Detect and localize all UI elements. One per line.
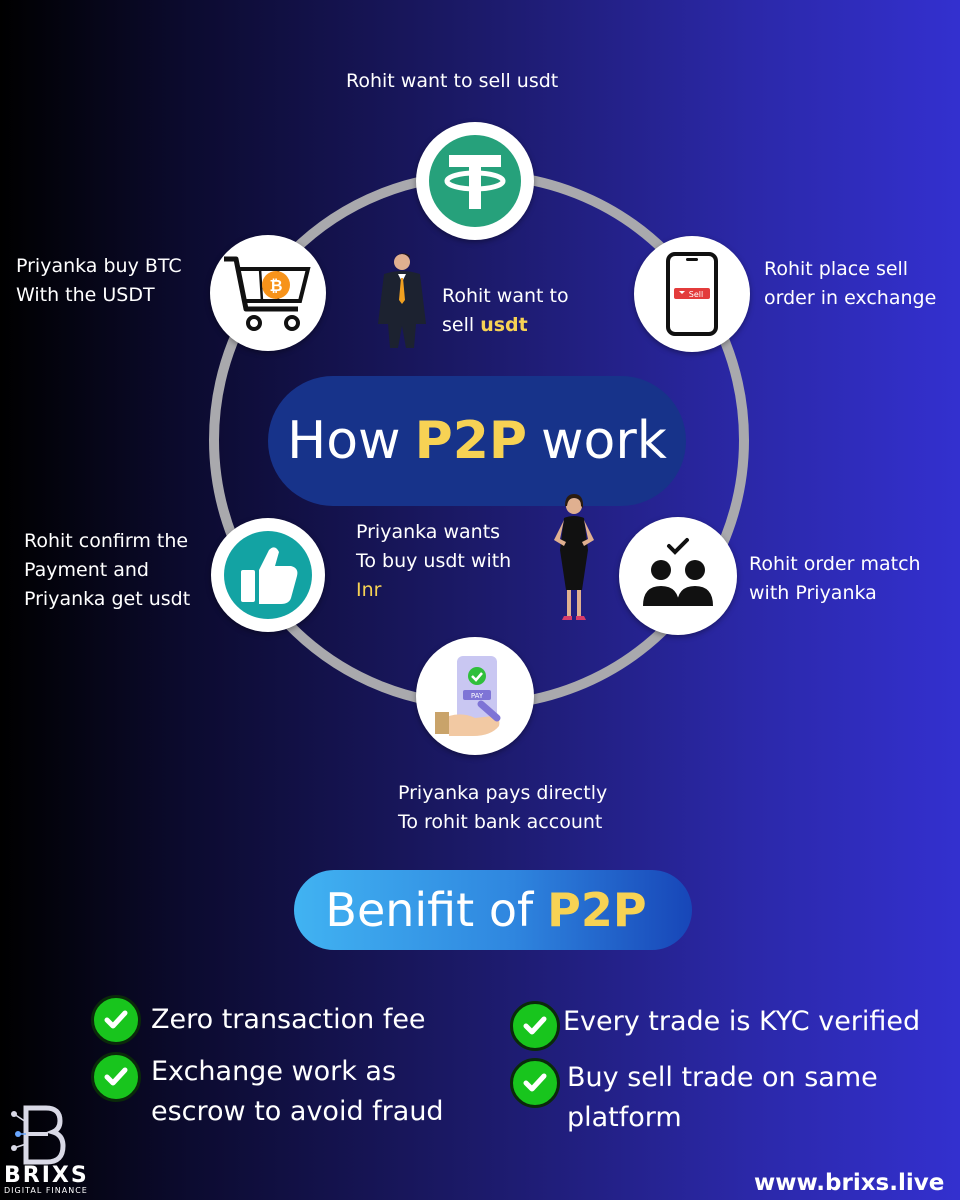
priyanka-intent-label: Priyanka wants To buy usdt with Inr <box>356 518 511 605</box>
benefit-zero-fee: Zero transaction fee <box>151 1000 426 1040</box>
tether-icon <box>429 135 521 227</box>
step-left-bottom-label: Rohit confirm the Payment and Priyanka g… <box>24 527 190 614</box>
check-icon <box>510 1001 560 1051</box>
step-bottom-label: Priyanka pays directly To rohit bank acc… <box>398 779 607 837</box>
step-left-top-label: Priyanka buy BTC With the USDT <box>16 252 182 310</box>
check-icon <box>91 995 141 1045</box>
priyanka-intent-line2: To buy usdt with <box>356 550 512 572</box>
benefits-title-prefix: Benifit of <box>325 883 534 937</box>
match-node <box>619 517 737 635</box>
step-right-bottom-line2: with Priyanka <box>749 582 877 604</box>
benefit-zero-fee-line1: Zero transaction fee <box>151 1004 426 1035</box>
thumbs-node <box>211 518 325 632</box>
pay-badge: PAY <box>471 692 484 700</box>
mobile-pay-icon: PAY <box>435 656 501 736</box>
benefits-title-highlight: P2P <box>547 883 647 937</box>
benefit-same-platform-line2: platform <box>567 1102 682 1133</box>
step-right-top-line2: order in exchange <box>764 287 937 309</box>
step-right-bottom-label: Rohit order match with Priyanka <box>749 550 921 608</box>
step-bottom-line1: Priyanka pays directly <box>398 782 608 804</box>
brand-name: BRIXS <box>4 1163 89 1188</box>
brixs-logo-icon <box>11 1105 66 1165</box>
check-icon <box>91 1052 141 1102</box>
phone-node: Sell <box>634 236 750 352</box>
shopping-cart-icon: ₿ <box>224 256 311 331</box>
rohit-intent-highlight: usdt <box>480 314 528 336</box>
step-left-top-line2: With the USDT <box>16 284 155 306</box>
step-left-bottom-line3: Priyanka get usdt <box>24 588 191 610</box>
title-highlight: P2P <box>414 411 527 471</box>
benefit-kyc-line1: Every trade is KYC verified <box>563 1006 921 1037</box>
rohit-intent-prefix: sell <box>442 314 475 336</box>
thumbs-up-icon <box>224 531 312 619</box>
step-left-bottom-line2: Payment and <box>24 559 149 581</box>
benefit-same-platform-line1: Buy sell trade on same <box>567 1062 878 1093</box>
cart-node: ₿ <box>210 235 326 351</box>
title-prefix: How <box>287 411 401 471</box>
check-icon <box>510 1058 560 1108</box>
benefit-same-platform: Buy sell trade on same platform <box>567 1058 878 1138</box>
website-link[interactable]: www.brixs.live <box>754 1170 945 1196</box>
benefit-kyc: Every trade is KYC verified <box>563 1002 920 1042</box>
rohit-intent-line2: sell usdt <box>442 311 569 340</box>
rohit-intent-line1: Rohit want to <box>442 285 569 307</box>
priyanka-intent-line3: Inr <box>356 579 382 601</box>
step-left-top-line1: Priyanka buy BTC <box>16 255 182 277</box>
rohit-intent-label: Rohit want to sell usdt <box>442 282 569 340</box>
step-left-bottom-line1: Rohit confirm the <box>24 530 189 552</box>
title-suffix: work <box>541 411 667 471</box>
phone-sell-badge: Sell <box>689 290 703 299</box>
step-right-top-line1: Rohit place sell <box>764 258 909 280</box>
priyanka-intent-line1: Priyanka wants <box>356 521 501 543</box>
svg-text:₿: ₿ <box>269 276 282 295</box>
people-match-icon <box>643 538 713 606</box>
phone-sell-icon: Sell <box>666 252 718 336</box>
tether-node <box>416 122 534 240</box>
benefit-escrow: Exchange work as escrow to avoid fraud <box>151 1052 444 1132</box>
benefit-escrow-line1: Exchange work as <box>151 1056 397 1087</box>
brand-tagline: DIGITAL FINANCE <box>4 1186 88 1195</box>
businesswoman-figure <box>554 494 594 620</box>
step-right-top-label: Rohit place sell order in exchange <box>764 255 936 313</box>
businessman-figure <box>378 253 426 348</box>
pay-node: PAY <box>416 637 534 755</box>
benefit-escrow-line2: escrow to avoid fraud <box>151 1096 444 1127</box>
step-right-bottom-line1: Rohit order match <box>749 553 921 575</box>
step-bottom-line2: To rohit bank account <box>398 811 603 833</box>
step-top-label: Rohit want to sell usdt <box>346 70 559 92</box>
